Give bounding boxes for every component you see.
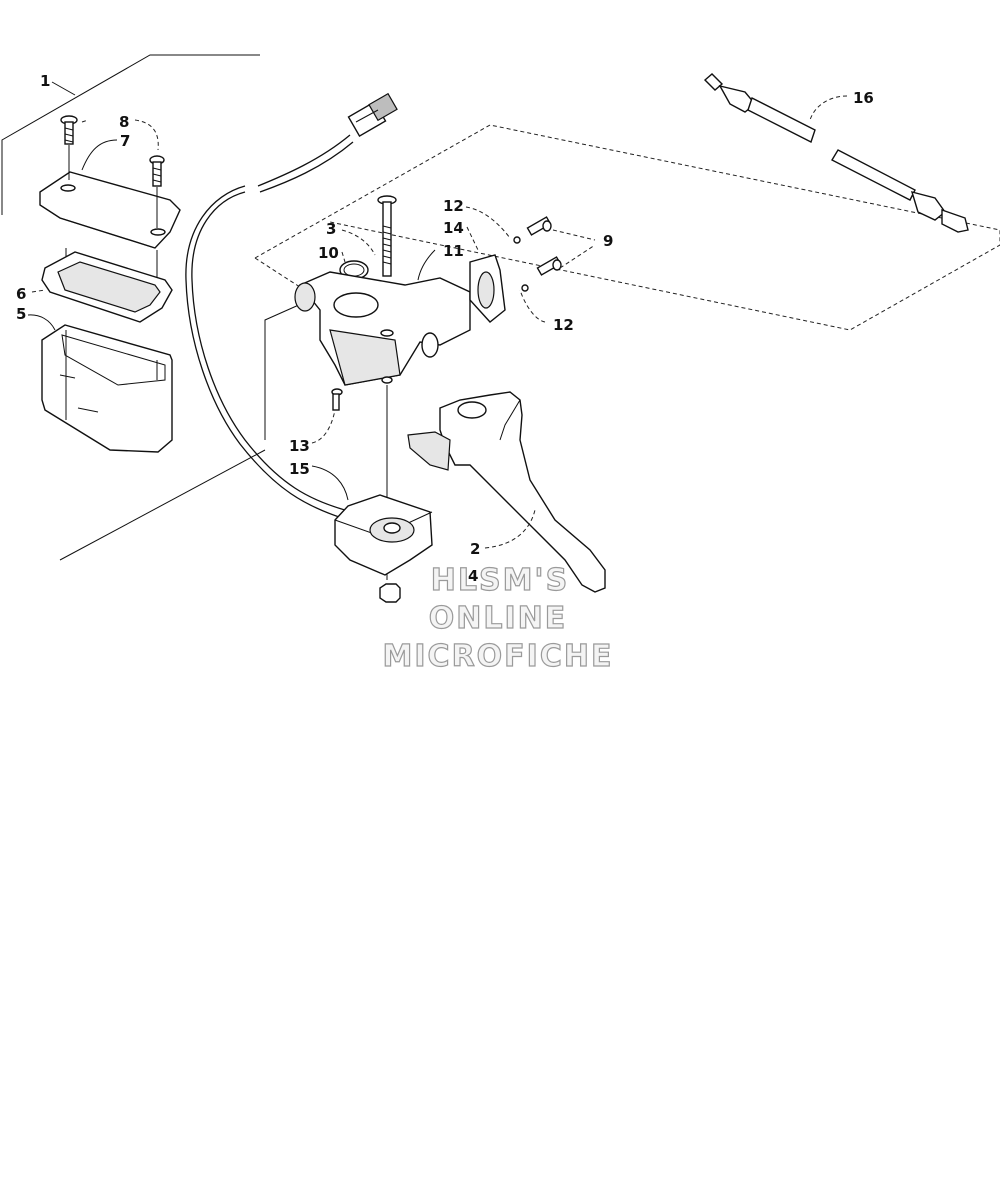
leader-lines: [27, 81, 848, 549]
callout-14: 14: [443, 219, 464, 237]
reservoir-diaphragm: [41, 251, 173, 323]
callout-3: 3: [326, 220, 336, 238]
cover-screw-left: [60, 115, 78, 145]
callout-15: 15: [289, 460, 310, 478]
clamp-half: [469, 254, 506, 323]
callout-7: 7: [120, 132, 130, 150]
callout-numbers: 1 8 7 6 5 3 10 12 14 11 9 12 13 15 2 4 1…: [16, 72, 874, 585]
callout-10: 10: [318, 244, 339, 262]
cover-screw-right: [149, 155, 165, 187]
assembly-frame-left: [1, 54, 260, 215]
callout-9: 9: [603, 232, 613, 250]
switch-screw: [331, 388, 343, 411]
watermark-line-3: MICROFICHE: [383, 639, 614, 674]
reservoir-body: [41, 324, 173, 453]
watermark: HLSM'S ONLINE MICROFICHE: [382, 562, 614, 674]
callout-5: 5: [16, 305, 26, 323]
brake-light-switch: [334, 494, 433, 576]
brake-lever: [407, 391, 606, 593]
brake-hose: [703, 73, 969, 233]
pivot-nut: [379, 583, 401, 603]
switch-harness: [185, 92, 398, 519]
assembly-frame-main: [59, 299, 311, 561]
callout-12-bottom: 12: [553, 316, 574, 334]
watermark-line-1: HLSM'S: [431, 563, 569, 598]
callout-6: 6: [16, 285, 26, 303]
wire-connector: [347, 92, 398, 137]
reservoir-cover: [39, 171, 181, 249]
callout-16: 16: [853, 89, 874, 107]
pivot-bolt: [377, 195, 397, 277]
callout-8: 8: [119, 113, 129, 131]
callout-1: 1: [40, 72, 50, 90]
callout-11: 11: [443, 242, 464, 260]
callout-13: 13: [289, 437, 310, 455]
callout-4: 4: [468, 567, 478, 585]
callout-12-top: 12: [443, 197, 464, 215]
callout-2: 2: [470, 540, 480, 558]
watermark-line-2: ONLINE: [429, 601, 568, 636]
clamp-screws: [513, 216, 562, 292]
master-cylinder-body: [294, 271, 471, 386]
